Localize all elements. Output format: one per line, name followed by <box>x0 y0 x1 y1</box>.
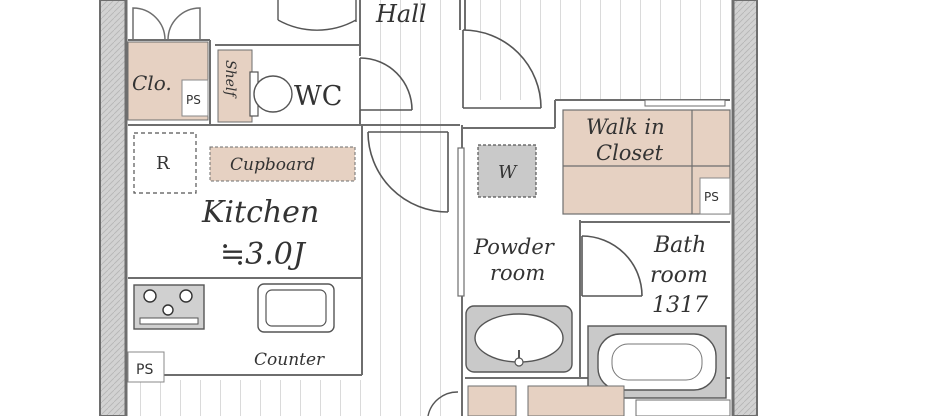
kitchen-label: Kitchen <box>201 195 319 230</box>
ps-box-bottom <box>127 351 165 383</box>
walk-in-line2: Closet <box>596 141 664 165</box>
powder-room-line2: room <box>490 261 545 285</box>
bathroom-door <box>581 235 643 297</box>
cupboard-label: Cupboard <box>230 155 315 175</box>
bottom-fixtures <box>427 385 731 416</box>
washer-label: W <box>498 162 518 183</box>
closet-label: Clo. <box>132 71 172 95</box>
hall-label: Hall <box>375 0 427 28</box>
kitchen-door <box>367 131 449 213</box>
closet-doors <box>132 7 201 41</box>
refrigerator-box <box>133 132 197 194</box>
ps-label-wc: PS <box>186 93 201 107</box>
powder-room-line1: Powder <box>473 235 556 259</box>
exterior-walls <box>99 0 758 416</box>
washer-box <box>477 144 537 198</box>
washbasin-icon <box>465 305 573 373</box>
kitchen-sink-icon <box>257 283 335 333</box>
ps-box-closet <box>699 177 731 215</box>
powder-door-track <box>457 147 465 297</box>
ps-label-closet: PS <box>704 190 719 204</box>
ps-label-bottom: PS <box>136 362 153 378</box>
walk-in-line1: Walk in <box>586 115 665 139</box>
wc-door <box>359 57 413 111</box>
kitchen-size: ≒3.0J <box>220 237 307 272</box>
toilet-icon <box>249 71 293 117</box>
stove-icon <box>133 284 205 330</box>
bathroom-line1: Bath <box>653 233 706 258</box>
shelf-label: Shelf <box>222 60 238 99</box>
counter-label: Counter <box>254 350 325 370</box>
wc-label: WC <box>294 81 342 112</box>
bathroom-size: 1317 <box>652 293 708 318</box>
bathroom-line2: room <box>650 263 708 288</box>
refrigerator-label: R <box>156 153 170 174</box>
room-door <box>462 29 542 109</box>
hall-door-top <box>277 0 357 31</box>
cupboard-box <box>209 146 356 182</box>
floor-boards <box>125 0 730 416</box>
ps-box-wc <box>181 79 209 117</box>
